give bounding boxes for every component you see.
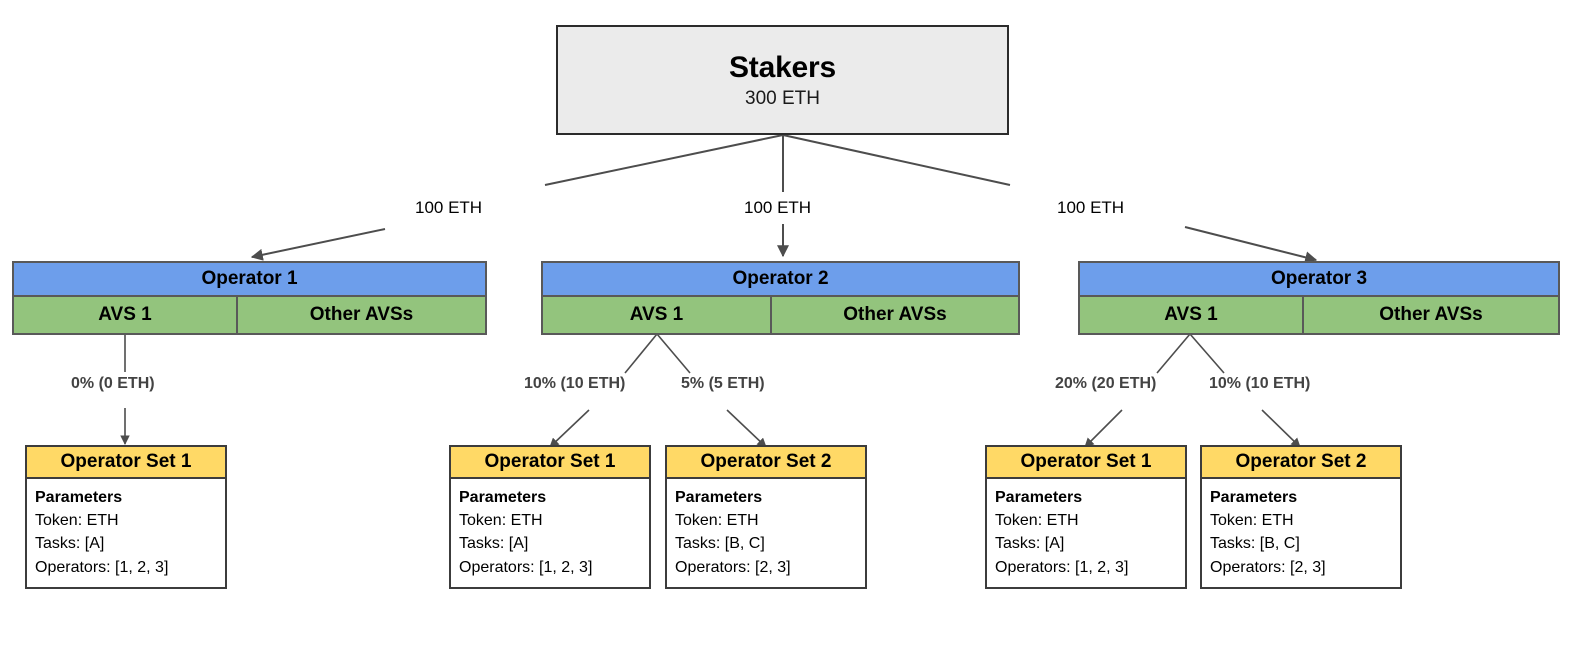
stakers-node[interactable]: Stakers 300 ETH	[556, 25, 1009, 135]
operator-1-avs-1-cell[interactable]: AVS 1	[12, 297, 238, 335]
parameters-heading: Parameters	[459, 489, 547, 506]
stakers-title: Stakers	[728, 50, 836, 84]
parameter-tasks: Tasks: [B, C]	[675, 535, 765, 553]
operator-set-2-2-body: Parameters Token: ETH Tasks: [B, C] Oper…	[665, 479, 867, 589]
operator-node-1[interactable]: Operator 1 AVS 1 Other AVSs	[12, 261, 487, 335]
operator-2-header: Operator 2	[541, 261, 1020, 297]
operator-set-node-3-1[interactable]: Operator Set 1 Parameters Token: ETH Tas…	[985, 445, 1187, 589]
operator-1-header: Operator 1	[12, 261, 487, 297]
operator-node-2[interactable]: Operator 2 AVS 1 Other AVSs	[541, 261, 1020, 335]
edge-stakers-to-operator-1	[250, 134, 784, 261]
operator-node-3[interactable]: Operator 3 AVS 1 Other AVSs	[1078, 261, 1560, 335]
parameter-token: Token: ETH	[459, 512, 543, 530]
parameters-heading: Parameters	[995, 489, 1083, 506]
operator-set-node-2-1[interactable]: Operator Set 1 Parameters Token: ETH Tas…	[449, 445, 651, 589]
operator-set-3-2-body: Parameters Token: ETH Tasks: [B, C] Oper…	[1200, 479, 1402, 589]
parameter-tasks: Tasks: [A]	[35, 535, 105, 553]
operator-3-other-avss-cell[interactable]: Other AVSs	[1304, 297, 1560, 335]
operator-1-avs-cells: AVS 1 Other AVSs	[12, 297, 487, 335]
parameters-heading: Parameters	[1210, 489, 1298, 506]
operator-set-3-2-title: Operator Set 2	[1200, 445, 1402, 479]
edge-label-stake-3: 100 ETH	[1057, 198, 1125, 217]
allocation-label-operator-3-set-2: 10% (10 ETH)	[1209, 375, 1311, 392]
operator-2-other-avss-cell[interactable]: Other AVSs	[772, 297, 1020, 335]
operator-3-avs-cells: AVS 1 Other AVSs	[1078, 297, 1560, 335]
operator-1-other-avss-cell[interactable]: Other AVSs	[238, 297, 487, 335]
operator-set-3-1-title: Operator Set 1	[985, 445, 1187, 479]
parameter-operators: Operators: [1, 2, 3]	[35, 558, 169, 576]
parameter-operators: Operators: [2, 3]	[675, 558, 791, 576]
operator-set-2-1-body: Parameters Token: ETH Tasks: [A] Operato…	[449, 479, 651, 589]
parameters-heading: Parameters	[675, 489, 763, 506]
edge-stakers-to-operator-3	[782, 134, 1318, 264]
parameter-tasks: Tasks: [B, C]	[1210, 535, 1300, 553]
edge-label-stake-1: 100 ETH	[415, 198, 483, 217]
operator-set-node-3-2[interactable]: Operator Set 2 Parameters Token: ETH Tas…	[1200, 445, 1402, 589]
operator-set-2-1-title: Operator Set 1	[449, 445, 651, 479]
parameter-tasks: Tasks: [A]	[459, 535, 529, 553]
allocation-label-operator-2-set-2: 5% (5 ETH)	[681, 375, 765, 392]
parameter-operators: Operators: [1, 2, 3]	[459, 558, 593, 576]
parameter-tasks: Tasks: [A]	[995, 535, 1065, 553]
parameter-operators: Operators: [1, 2, 3]	[995, 558, 1129, 576]
edge-label-stake-2: 100 ETH	[744, 198, 812, 217]
parameter-token: Token: ETH	[1210, 512, 1294, 530]
operator-set-2-2-title: Operator Set 2	[665, 445, 867, 479]
operator-set-3-1-body: Parameters Token: ETH Tasks: [A] Operato…	[985, 479, 1187, 589]
allocation-label-operator-3-set-1: 20% (20 ETH)	[1055, 375, 1157, 392]
allocation-label-operator-1-set-1: 0% (0 ETH)	[71, 375, 155, 392]
operator-set-1-1-body: Parameters Token: ETH Tasks: [A] Operato…	[25, 479, 227, 589]
allocation-label-operator-2-set-1: 10% (10 ETH)	[524, 375, 626, 392]
operator-set-node-2-2[interactable]: Operator Set 2 Parameters Token: ETH Tas…	[665, 445, 867, 589]
operator-2-avs-1-cell[interactable]: AVS 1	[541, 297, 772, 335]
operator-set-1-1-title: Operator Set 1	[25, 445, 227, 479]
parameter-token: Token: ETH	[675, 512, 759, 530]
parameters-heading: Parameters	[35, 489, 123, 506]
operator-2-avs-cells: AVS 1 Other AVSs	[541, 297, 1020, 335]
parameter-token: Token: ETH	[35, 512, 119, 530]
operator-set-node-1-1[interactable]: Operator Set 1 Parameters Token: ETH Tas…	[25, 445, 227, 589]
stakers-amount: 300 ETH	[745, 87, 820, 109]
parameter-token: Token: ETH	[995, 512, 1079, 530]
operator-3-avs-1-cell[interactable]: AVS 1	[1078, 297, 1304, 335]
operator-3-header: Operator 3	[1078, 261, 1560, 297]
parameter-operators: Operators: [2, 3]	[1210, 558, 1326, 576]
